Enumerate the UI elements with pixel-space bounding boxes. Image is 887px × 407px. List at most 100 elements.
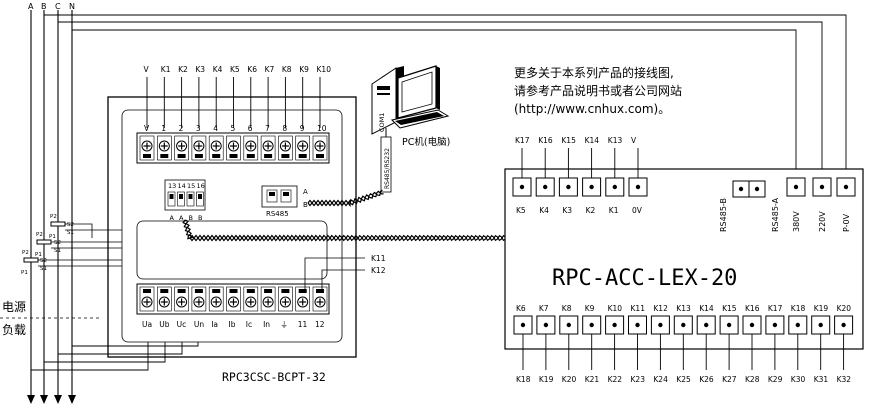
aux-pin-fill (188, 194, 193, 199)
svg-text:P2: P2 (36, 232, 43, 238)
controller-bottom-dot (795, 322, 800, 328)
controller-bottom-inner-label: K15 (722, 304, 737, 313)
meter-top-screw (193, 140, 205, 152)
controller-bottom-inner-label: K7 (539, 304, 549, 313)
meter-bottom-tab (143, 289, 151, 293)
rs485b-label: RS485-B (719, 198, 728, 232)
controller-bottom-outer-label: K19 (539, 375, 554, 384)
controller-bottom-inner-label: K16 (745, 304, 760, 313)
controller-bottom-outer-label: K18 (516, 375, 531, 384)
svg-text:S1: S1 (54, 248, 61, 254)
power-label-p0v: P-0V (842, 213, 851, 232)
controller-bottom-dot (520, 322, 526, 328)
meter-top-tab (160, 154, 169, 158)
note-line-2: 请参考产品说明书或者公司网站 (514, 83, 682, 98)
controller-bottom-dot (749, 322, 755, 328)
meter-model-label: RPC3CSC-BCPT-32 (222, 370, 326, 384)
meter-bottom-screws (139, 286, 328, 312)
dip-b-label: B (303, 201, 308, 209)
meter-bottom-screw (262, 296, 274, 308)
controller-top-outer-label: K17 (515, 136, 530, 145)
controller-bottom-outer-label: K20 (562, 375, 577, 384)
dip-a-label: A (303, 188, 308, 196)
phase-arrows (27, 395, 76, 404)
meter-bottom-label: Ua (142, 320, 152, 329)
controller-bottom-outer-label: K25 (676, 375, 691, 384)
note-line-1: 更多关于本系列产品的接线图, (514, 65, 674, 80)
com1-label: COM1 (378, 113, 386, 132)
controller-bottom-dot (658, 322, 663, 328)
aux-pin-fill (198, 194, 202, 199)
controller-top-dot (635, 184, 641, 190)
meter-top-outer-label: K1 (161, 65, 171, 74)
controller-top-outer-label: K14 (585, 136, 600, 145)
k11-wire (304, 257, 365, 290)
aux-connector-pins (167, 191, 204, 207)
meter-top-inner-label: 4 (213, 124, 218, 133)
meter-top-tab (143, 154, 151, 158)
meter-top-inner-label: 6 (248, 124, 253, 133)
controller-rs485-terminals (732, 180, 766, 198)
meter-bottom-label: In (263, 320, 270, 329)
meter-top-tab (212, 154, 221, 158)
svg-text:S2: S2 (67, 222, 74, 228)
controller-power-terminals (786, 177, 856, 197)
controller-top-inner-label: K4 (539, 206, 549, 215)
phase-label-a: A (28, 2, 34, 11)
controller-top-inner-label: K1 (609, 206, 619, 215)
controller-top-outer-label: K16 (538, 136, 553, 145)
svg-text:P2: P2 (50, 214, 57, 220)
k12-label: K12 (371, 266, 386, 275)
meter-bottom-tab (316, 289, 324, 293)
meter-outer-frame (107, 96, 357, 358)
meter-top-tab (177, 154, 186, 158)
controller-bottom-outer-label: K23 (631, 375, 646, 384)
meter-top-tab (246, 154, 255, 158)
aux-pin-fill (179, 194, 183, 199)
meter-bottom-tab (229, 289, 238, 293)
meter-top-tab (264, 154, 273, 158)
power-label-220v: 220V (818, 211, 827, 232)
aux-letter: B (189, 214, 193, 222)
aux-letter: B (198, 214, 202, 222)
controller-bottom-dot (818, 322, 823, 328)
meter-bottom-label: Ia (211, 320, 218, 329)
controller-power-labels: 380V 220V P-0V (792, 211, 851, 232)
phase-labels: A B C N (28, 2, 75, 11)
aux-pin-fill (169, 194, 174, 199)
controller-bottom-inner-label: K6 (516, 304, 526, 313)
aux-letter: A (179, 214, 184, 222)
meter-top-tab (229, 154, 238, 158)
k12-wire (321, 269, 365, 290)
aux-number: 14 (178, 182, 186, 190)
meter-top-outer-label: K9 (299, 65, 309, 74)
controller-top-outer-label: V (631, 136, 637, 145)
meter-bottom-screw (158, 296, 170, 308)
meter-bottom-screw (210, 296, 222, 308)
meter-bottom-tab (281, 289, 290, 293)
controller-bottom-outer-label: K31 (814, 375, 829, 384)
rs485a-label: RS485-A (771, 197, 780, 232)
meter-top-screws (139, 135, 328, 161)
pc-icon (371, 65, 450, 135)
meter-top-screw (176, 140, 188, 152)
controller-bottom-inner-label: K14 (699, 304, 714, 313)
controller-bottom-dot (772, 322, 778, 328)
controller-bottom-outer-label: K29 (768, 375, 783, 384)
meter-bottom-screw (176, 296, 188, 308)
controller-bottom-dot (681, 322, 686, 328)
meter-top-screw (297, 140, 309, 152)
controller-top-dot (589, 184, 594, 190)
meter-bottom-screw (279, 296, 291, 308)
meter-bottom-tab (177, 289, 186, 293)
controller-top-inner-label: 0V (632, 206, 643, 215)
controller-bottom-terminals: K6K18K7K19K8K20K9K21K10K22K11K23K12K24K1… (513, 304, 854, 384)
meter-top-outer-label: K2 (178, 65, 188, 74)
controller-top-outer-label: K13 (608, 136, 623, 145)
controller-top-dot (612, 184, 617, 190)
controller-bottom-dot (841, 322, 846, 328)
controller-bottom-outer-label: K21 (585, 375, 600, 384)
